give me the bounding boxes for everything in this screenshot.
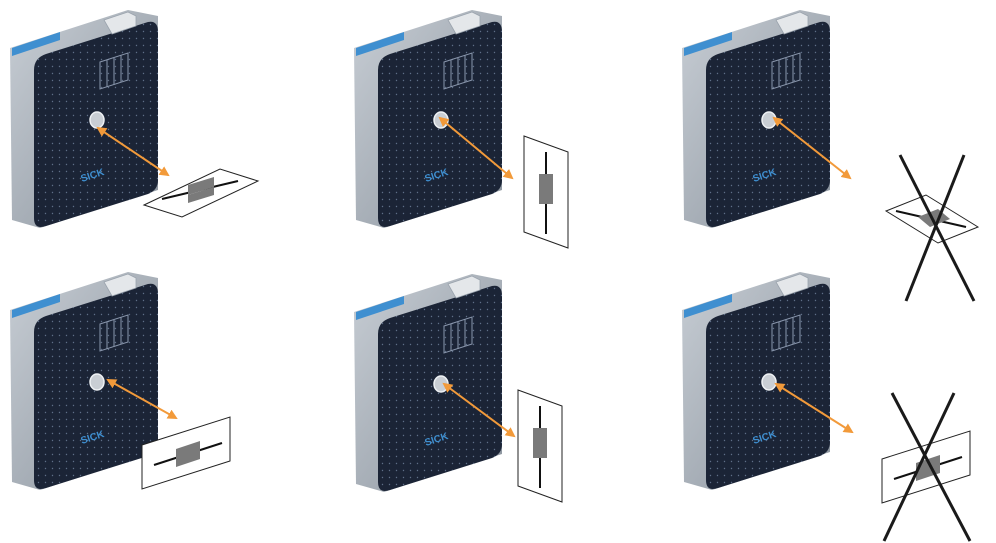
scenario-bottom-right: SICK bbox=[682, 272, 970, 541]
rfid-antenna: SICK bbox=[682, 272, 830, 490]
rfid-antenna: SICK bbox=[682, 10, 830, 228]
rfid-tag bbox=[144, 169, 258, 217]
rfid-antenna: SICK bbox=[10, 10, 158, 228]
rfid-antenna: SICK bbox=[10, 272, 158, 490]
rfid-tag bbox=[882, 431, 970, 503]
scenario-bottom-middle: SICK bbox=[354, 274, 562, 502]
rfid-antenna: SICK bbox=[354, 274, 502, 492]
scenario-top-middle: SICK bbox=[354, 10, 568, 248]
rfid-antenna: SICK bbox=[354, 10, 502, 228]
scenario-top-left: SICK bbox=[10, 10, 258, 228]
scenario-bottom-left: SICK bbox=[10, 272, 230, 490]
scenario-top-right: SICK bbox=[682, 10, 978, 301]
rfid-tag bbox=[518, 390, 562, 502]
rfid-tag bbox=[524, 136, 568, 248]
